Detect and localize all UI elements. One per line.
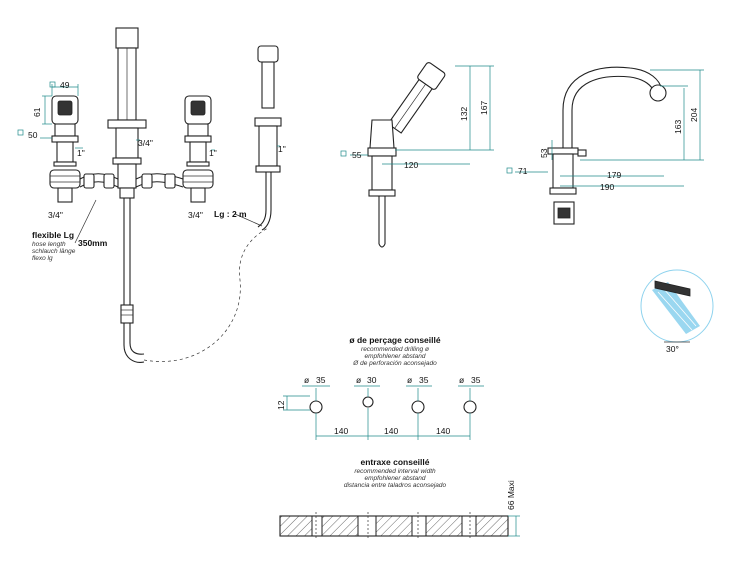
- dim-spout-53: 53: [539, 148, 549, 158]
- deck-segment-3: [375, 515, 413, 537]
- drill-spacing-2: 140: [384, 426, 398, 436]
- dim-conn-left: 3/4": [48, 210, 63, 220]
- interval-es: distancia entre taladros aconsejado: [344, 482, 447, 489]
- dim-hs-base: 55: [352, 150, 362, 160]
- interval-de: empfohlener abstand: [364, 475, 425, 482]
- drill-diameter-symbol-4: ø: [459, 375, 464, 385]
- hose-label-en: hose length: [32, 241, 66, 248]
- center-spout: [107, 27, 147, 199]
- spray-angle: 30°: [666, 344, 679, 354]
- dim-base-width: 50: [28, 130, 38, 140]
- drill-hole-3: [411, 400, 425, 414]
- dim-thread-left: 1": [77, 148, 85, 158]
- hose-label-es: flexo lg: [32, 255, 53, 262]
- shower-hose-leader: [234, 213, 263, 227]
- dim-pipe-center: 3/4": [138, 138, 153, 148]
- drill-diameter-1: 35: [316, 375, 326, 385]
- dim-handle-width: 49: [60, 80, 70, 90]
- right-handle: [182, 95, 214, 203]
- drilling-en: recommended drilling ø: [361, 346, 429, 353]
- dim-spout-190: 190: [600, 182, 614, 192]
- dim-conn-right: 3/4": [188, 210, 203, 220]
- drilling-title: ø de perçage conseillé: [349, 335, 440, 345]
- deck-segment-1: [279, 515, 313, 537]
- dim-hs-reach: 120: [404, 160, 418, 170]
- drilling-es: Ø de perforación aconsejado: [352, 360, 437, 367]
- shower-hose-length: Lg : 2 m: [214, 209, 247, 219]
- hose-leader-line: [74, 199, 97, 244]
- drilling-section: ø de perçage conseillé recommended drill…: [276, 335, 484, 440]
- drill-spacing-1: 140: [334, 426, 348, 436]
- interval-en: recommended interval width: [354, 468, 436, 475]
- hand-shower-side-view: 55 120 132 167: [340, 62, 494, 248]
- deck-segment-2: [321, 515, 359, 537]
- interval-max: 66 Maxi: [506, 480, 516, 510]
- dim-thread-right: 1": [209, 148, 217, 158]
- left-handle: [49, 95, 81, 203]
- drill-height: 12: [276, 400, 286, 410]
- dim-spout-179: 179: [607, 170, 621, 180]
- interval-title: entraxe conseillé: [361, 457, 430, 467]
- drill-diameter-symbol-2: ø: [356, 375, 361, 385]
- drill-diameter-3: 35: [419, 375, 429, 385]
- dim-spout-204: 204: [689, 108, 699, 122]
- mixer-front-view: 49 61 50 1" 3/4" 1" 3/4" 3/4" 1" flexibl…: [17, 27, 286, 363]
- interval-section: entraxe conseillé recommended interval w…: [279, 457, 520, 540]
- hose-label-de: schlauch länge: [32, 248, 76, 255]
- drill-hole-4: [463, 400, 477, 414]
- hose-label-title: flexible Lg: [32, 230, 74, 240]
- dim-hs-167: 167: [479, 101, 489, 115]
- spray-detail: 30°: [640, 269, 714, 354]
- drill-diameter-symbol-1: ø: [304, 375, 309, 385]
- drilling-de: empfohlener abstand: [364, 353, 425, 360]
- dim-hs-132: 132: [459, 107, 469, 121]
- hand-shower-dimensions: [340, 65, 494, 165]
- connecting-pipes: [79, 173, 184, 189]
- spout-side-view: 71 53 179 190 163 204: [506, 66, 704, 225]
- hose-length-value: 350mm: [78, 238, 108, 248]
- dim-shower-thread: 1": [278, 144, 286, 154]
- shower-hose-route: [143, 227, 269, 362]
- flexible-hose: [120, 198, 145, 363]
- dim-spout-163: 163: [673, 120, 683, 134]
- drill-hole-2: [362, 396, 374, 408]
- drill-diameter-symbol-3: ø: [407, 375, 412, 385]
- dim-handle-height: 61: [32, 107, 42, 117]
- deck-segment-4: [425, 515, 463, 537]
- drill-diameter-2: 30: [367, 375, 377, 385]
- deck-segment-5: [475, 515, 509, 537]
- drill-spacing-3: 140: [436, 426, 450, 436]
- dim-spout-base: 71: [518, 166, 528, 176]
- spout-dimensions: [506, 69, 704, 187]
- drill-diameter-4: 35: [471, 375, 481, 385]
- drill-hole-1: [309, 400, 323, 414]
- left-view-dimensions: [17, 81, 280, 151]
- hand-shower-hanging: [254, 45, 282, 231]
